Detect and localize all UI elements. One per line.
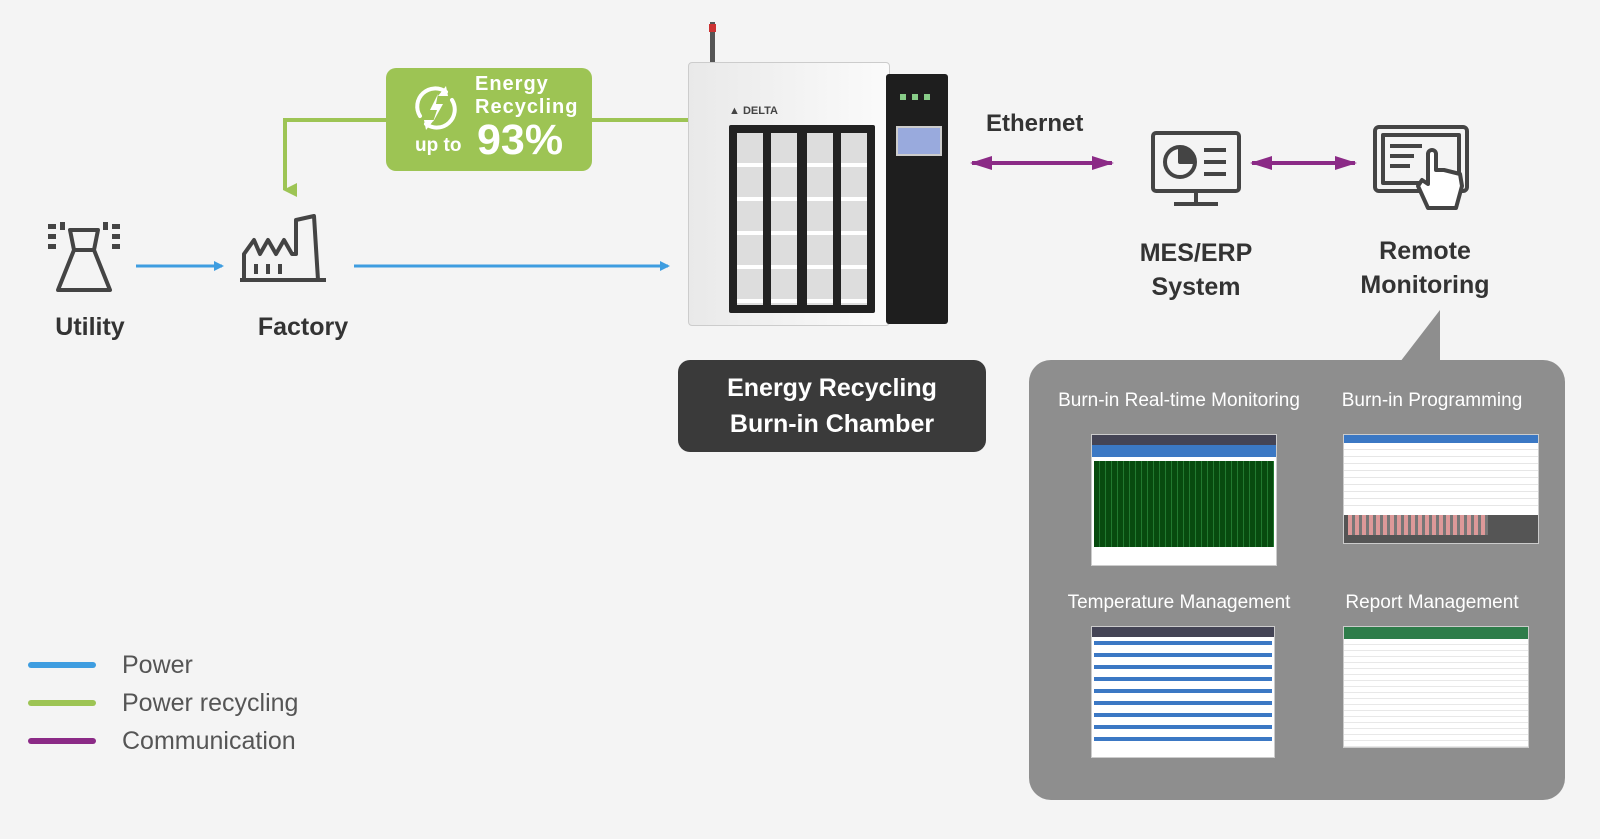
- recycle-lightning-icon: [415, 86, 457, 130]
- burn-in-chamber-image: ▲ DELTA: [688, 22, 952, 326]
- badge-value: 93%: [477, 116, 564, 164]
- temperature-screenshot: [1091, 626, 1275, 758]
- panel-title-realtime: Burn-in Real-time Monitoring: [1058, 390, 1300, 411]
- chamber-label-line2: Burn-in Chamber: [729, 410, 935, 438]
- legend: Power Power recycling Communication: [28, 646, 298, 760]
- shot-grid: [1094, 461, 1274, 547]
- shot-header: [1344, 435, 1538, 443]
- cabinet-screen: [896, 126, 942, 156]
- utility-tower-icon: [48, 222, 120, 292]
- utility-label: Utility: [55, 313, 125, 341]
- door-panel: [807, 133, 833, 305]
- shot-ribbon: [1344, 627, 1528, 639]
- remote-line2: Monitoring: [1360, 271, 1490, 299]
- shot-footer: [1344, 515, 1538, 543]
- monitor-chart-icon: [1151, 131, 1241, 206]
- chamber-body: ▲ DELTA: [688, 62, 890, 326]
- panel-title-temperature: Temperature Management: [1067, 592, 1291, 613]
- legend-swatch-power: [28, 662, 96, 668]
- shot-toolbar: [1092, 435, 1276, 445]
- panel-pointer: [1400, 310, 1440, 362]
- remote-line1: Remote: [1379, 237, 1471, 265]
- mes-erp-line1: MES/ERP: [1139, 239, 1253, 267]
- shot-rows: [1344, 443, 1538, 509]
- legend-label-communication: Communication: [122, 726, 296, 755]
- legend-item-recycling: Power recycling: [28, 684, 298, 722]
- signal-light: [709, 24, 716, 32]
- door-panel: [771, 133, 797, 305]
- legend-swatch-recycling: [28, 700, 96, 706]
- tablet-touch-icon: [1373, 125, 1469, 210]
- panel-title-report: Report Management: [1345, 592, 1519, 613]
- shot-toolbar: [1092, 627, 1274, 637]
- ethernet-label: Ethernet: [986, 110, 1084, 137]
- shot-bars: [1348, 515, 1488, 535]
- factory-label: Factory: [257, 313, 349, 341]
- legend-label-power: Power: [122, 650, 193, 679]
- control-cabinet: [886, 74, 948, 324]
- badge-line1: Energy: [475, 73, 549, 95]
- chamber-logo: ▲ DELTA: [729, 105, 778, 117]
- signal-tower: [710, 22, 715, 62]
- legend-item-communication: Communication: [28, 722, 298, 760]
- report-screenshot: [1343, 626, 1529, 748]
- chamber-doors: [729, 125, 875, 313]
- door-panel: [841, 133, 867, 305]
- realtime-monitoring-screenshot: [1091, 434, 1277, 566]
- badge-line2: Recycling: [475, 96, 579, 118]
- shot-sheet: [1344, 639, 1528, 747]
- shot-table: [1094, 641, 1272, 749]
- panel-title-programming: Burn-in Programming: [1341, 390, 1523, 411]
- energy-recycling-badge: Energy Recycling up to 93%: [386, 68, 592, 171]
- cabinet-buttons: [900, 94, 934, 100]
- door-panel: [737, 133, 763, 305]
- programming-screenshot: [1343, 434, 1539, 544]
- legend-label-recycling: Power recycling: [122, 688, 299, 717]
- mes-erp-line2: System: [1151, 273, 1241, 301]
- remote-monitoring-label: Remote Monitoring: [1340, 234, 1510, 302]
- factory-icon: [240, 214, 326, 282]
- badge-prefix: up to: [415, 135, 462, 156]
- mes-erp-label: MES/ERP System: [1116, 236, 1276, 304]
- legend-item-power: Power: [28, 646, 298, 684]
- legend-swatch-communication: [28, 738, 96, 744]
- chamber-label: Energy Recycling Burn-in Chamber: [678, 360, 986, 452]
- shot-header: [1092, 445, 1276, 457]
- feature-panel: Burn-in Real-time Monitoring Burn-in Pro…: [1029, 360, 1565, 800]
- chamber-label-line1: Energy Recycling: [727, 374, 937, 402]
